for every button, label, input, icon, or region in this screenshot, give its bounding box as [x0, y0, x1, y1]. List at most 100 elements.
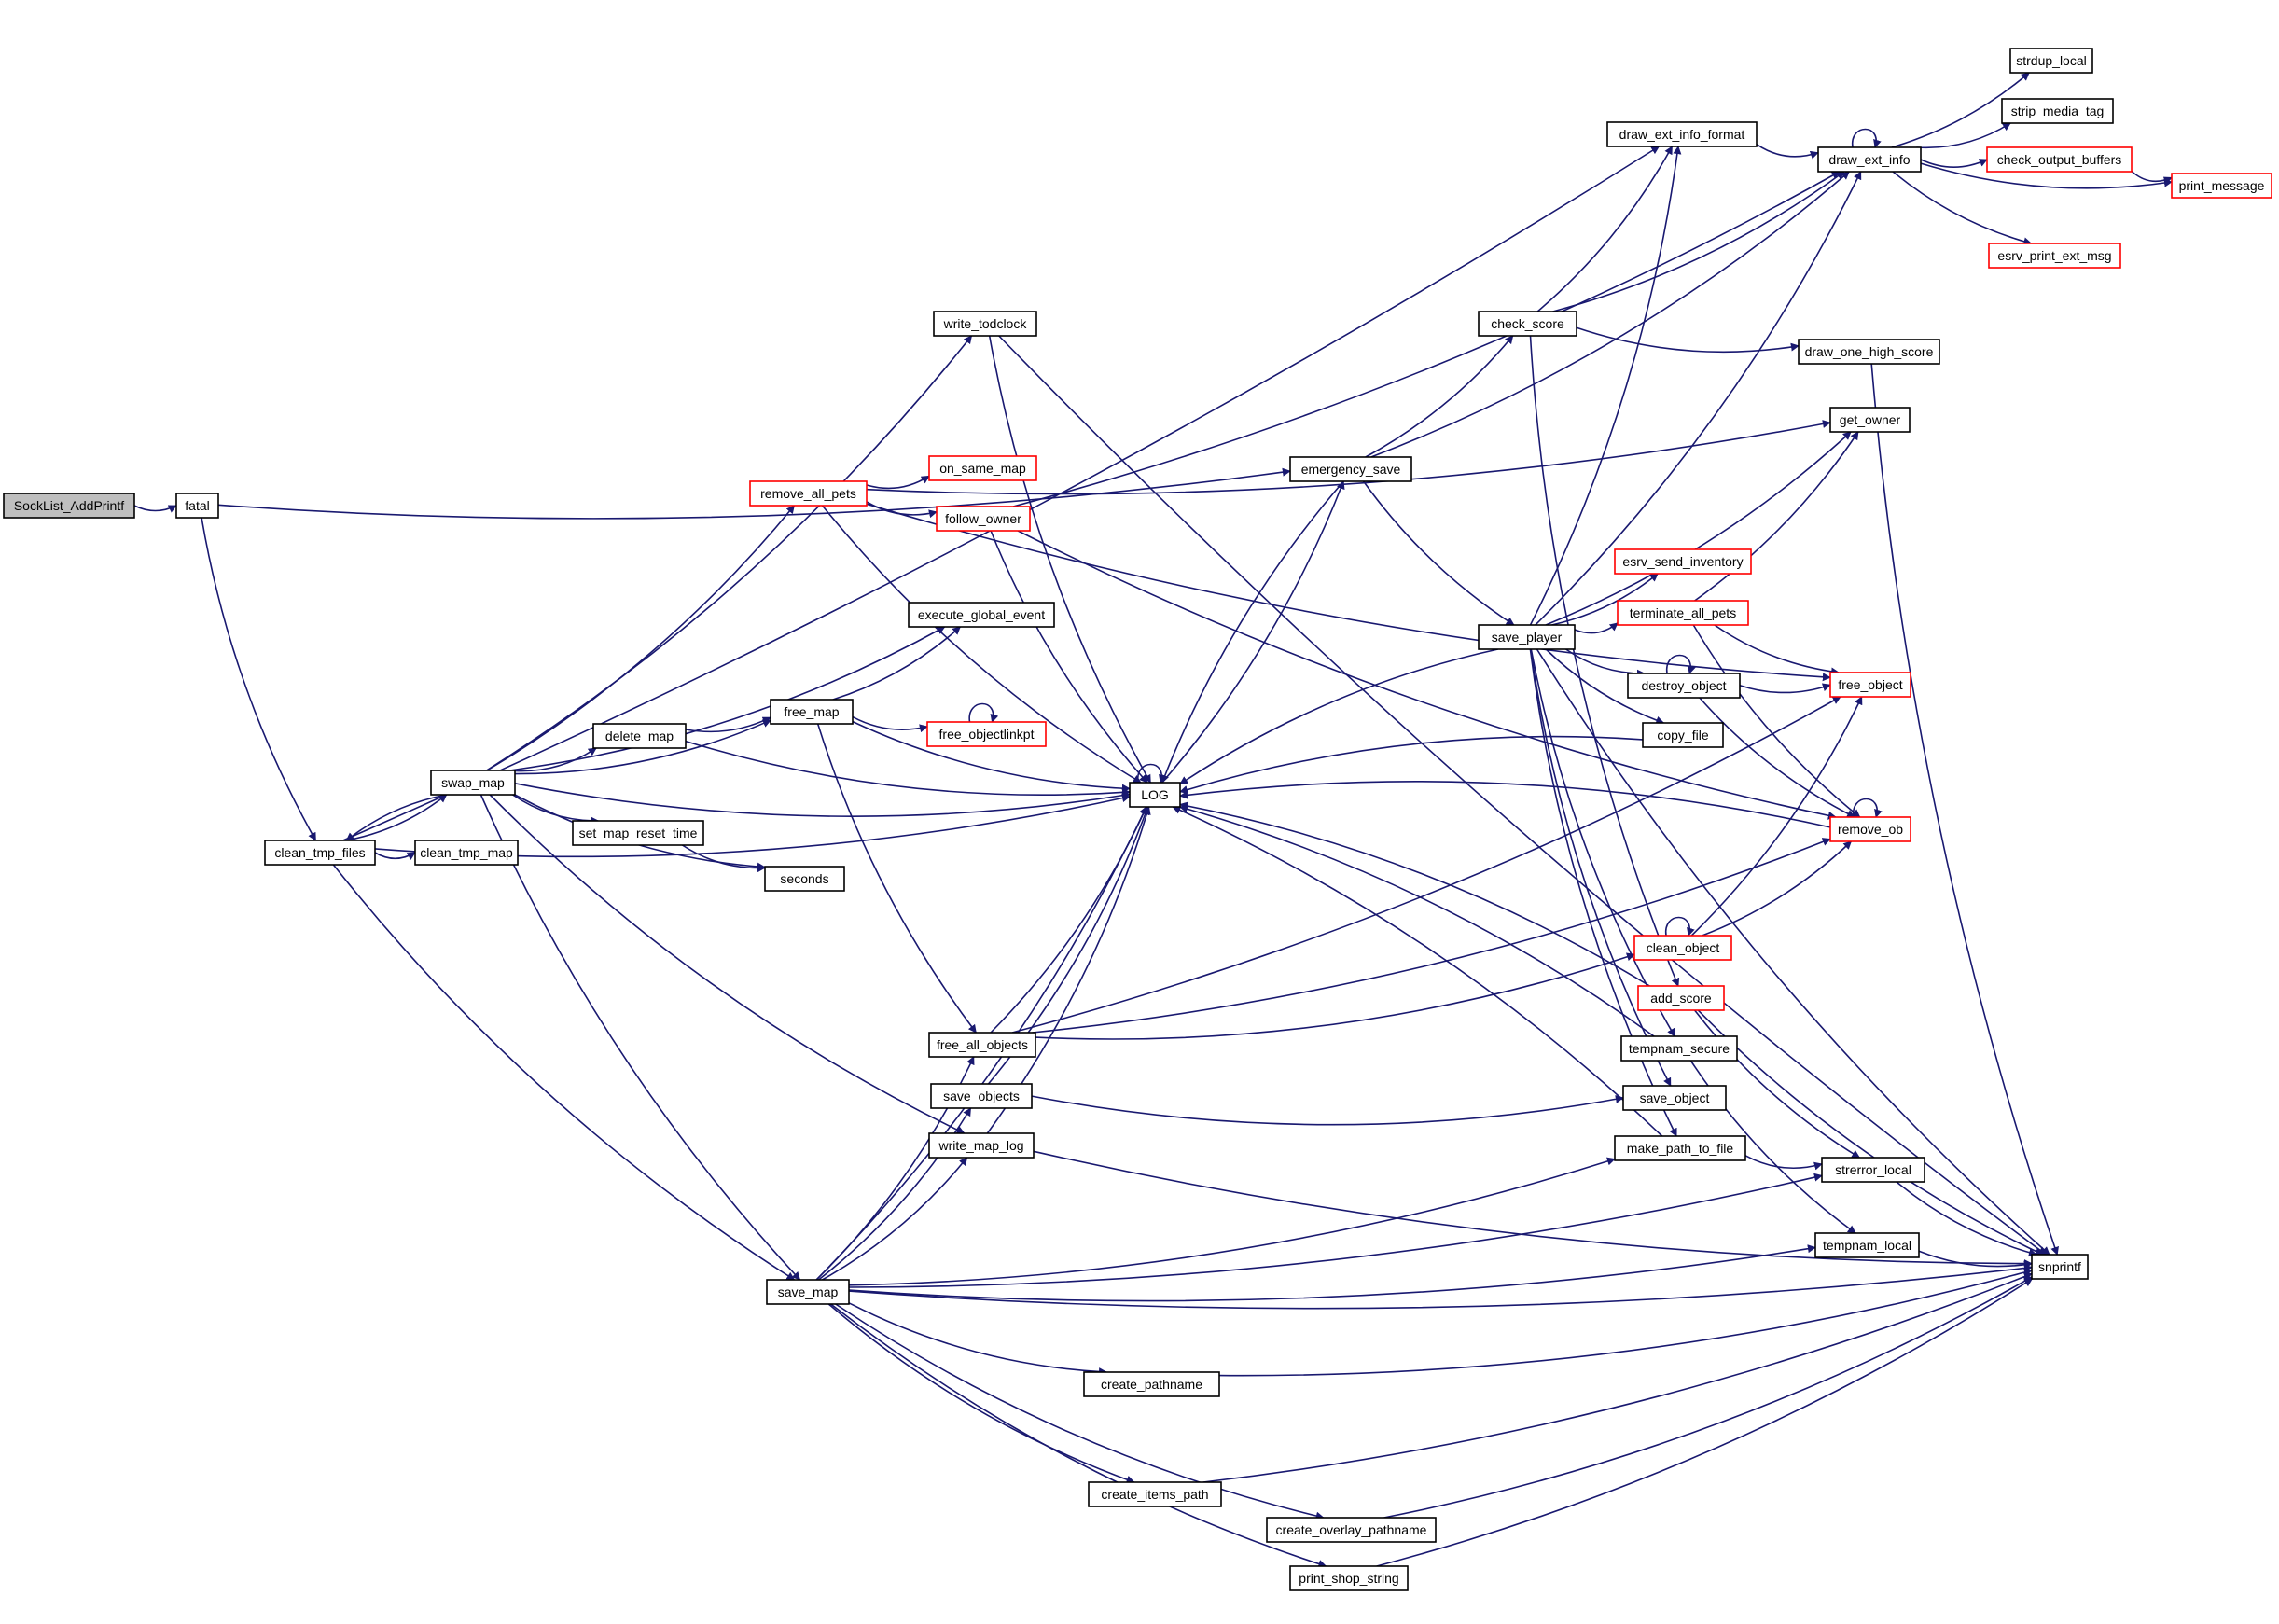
node-add-score[interactable]: add_score [1637, 985, 1725, 1011]
node-clean-object[interactable]: clean_object [1633, 935, 1732, 961]
edge-remove-all-pets-to-free-object [866, 503, 1831, 682]
node-label: LOG [1141, 787, 1169, 802]
node-label: create_overlay_pathname [1276, 1522, 1427, 1537]
node-label: get_owner [1840, 412, 1901, 427]
node-snprintf[interactable]: snprintf [2031, 1254, 2089, 1280]
node-on-same-map[interactable]: on_same_map [928, 455, 1037, 481]
node-copy-file[interactable]: copy_file [1642, 722, 1724, 748]
node-label: create_pathname [1101, 1377, 1202, 1392]
node-box [1289, 456, 1412, 482]
node-label: delete_map [605, 729, 674, 743]
node-strerror-local[interactable]: strerror_local [1821, 1157, 1925, 1183]
node-label: clean_tmp_map [420, 845, 513, 860]
node-esrv-send-inventory[interactable]: esrv_send_inventory [1614, 548, 1752, 575]
node-get-owner[interactable]: get_owner [1829, 407, 1911, 433]
node-label: swap_map [441, 775, 505, 790]
node-draw-ext-info[interactable]: draw_ext_info [1817, 146, 1922, 173]
node-label: esrv_send_inventory [1622, 554, 1743, 569]
node-box [749, 480, 868, 507]
node-draw-one-high-score[interactable]: draw_one_high_score [1798, 339, 1940, 365]
node-print-message[interactable]: print_message [2171, 173, 2272, 199]
node-tempnam-local[interactable]: tempnam_local [1814, 1232, 1920, 1258]
node-follow-owner[interactable]: follow_owner [936, 506, 1031, 532]
node-save-map[interactable]: save_map [766, 1279, 850, 1305]
edge-save-player-to-esrv-send-inventory [1551, 573, 1659, 626]
node-destroy-object[interactable]: destroy_object [1627, 673, 1741, 699]
node-log[interactable]: LOG [1129, 782, 1181, 808]
node-label: terminate_all_pets [1630, 605, 1736, 620]
node-check-output-buffers[interactable]: check_output_buffers [1986, 146, 2133, 173]
node-save-object[interactable]: save_object [1622, 1085, 1727, 1111]
node-strdup-local[interactable]: strdup_local [2009, 48, 2093, 74]
node-box [592, 723, 687, 749]
edge-check-score-to-draw-ext-info-format [1536, 146, 1674, 312]
node-write-todclock[interactable]: write_todclock [933, 311, 1037, 337]
node-seconds[interactable]: seconds [764, 866, 845, 892]
node-create-overlay-pathname[interactable]: create_overlay_pathname [1266, 1517, 1437, 1543]
edge-swap-map-to-execute-global-event [509, 626, 946, 771]
node-create-items-path[interactable]: create_items_path [1088, 1481, 1222, 1507]
edge-save-player-to-tempnam-secure [1530, 648, 1675, 1037]
node-free-map[interactable]: free_map [770, 699, 854, 725]
edge-swap-map-to-save-map [479, 794, 801, 1281]
edge-follow-owner-to-remove-ob [1017, 530, 1837, 820]
node-make-path-to-file[interactable]: make_path_to_file [1614, 1135, 1746, 1161]
node-emergency-save[interactable]: emergency_save [1289, 456, 1412, 482]
node-box [926, 721, 1047, 747]
node-create-pathname[interactable]: create_pathname [1083, 1371, 1220, 1397]
node-box [933, 311, 1037, 337]
edge-save-player-to-copy-file [1545, 648, 1665, 725]
edge-remove-ob-to-remove-ob [1853, 798, 1883, 818]
edge-draw-ext-info-to-print-message [1920, 162, 2173, 189]
node-swap-map[interactable]: swap_map [430, 770, 516, 796]
edge-terminate-all-pets-to-free-object [1714, 624, 1840, 676]
node-tempnam-secure[interactable]: tempnam_secure [1620, 1035, 1738, 1062]
node-free-objectlinkpt[interactable]: free_objectlinkpt [926, 721, 1047, 747]
node-save-objects[interactable]: save_objects [930, 1083, 1033, 1109]
node-strip-media-tag[interactable]: strip_media_tag [2001, 98, 2114, 124]
edge-free-all-objects-to-log [990, 806, 1147, 1034]
node-execute-global-event[interactable]: execute_global_event [908, 602, 1055, 628]
edge-save-map-to-strerror-local [848, 1173, 1823, 1288]
node-socklist[interactable]: SockList_AddPrintf [3, 493, 135, 519]
edge-print-shop-string-to-snprintf [1376, 1278, 2034, 1567]
edge-swap-map-to-log [514, 783, 1131, 817]
edge-save-map-to-tempnam-local [848, 1244, 1816, 1302]
edge-terminate-all-pets-to-get-owner [1694, 431, 1859, 602]
node-clean-tmp-map[interactable]: clean_tmp_map [414, 840, 519, 866]
edge-clean-tmp-files-to-swap-map [346, 794, 448, 841]
edge-save-objects-to-save-object [1031, 1094, 1624, 1126]
edge-save-map-to-create-overlay-pathname [835, 1303, 1325, 1520]
edge-free-objectlinkpt-to-free-objectlinkpt [968, 702, 999, 723]
node-box [766, 1279, 850, 1305]
node-print-shop-string[interactable]: print_shop_string [1289, 1565, 1409, 1591]
node-label: add_score [1650, 991, 1712, 1006]
node-draw-ext-info-format[interactable]: draw_ext_info_format [1606, 121, 1758, 147]
node-clean-tmp-files[interactable]: clean_tmp_files [264, 840, 376, 866]
node-save-player[interactable]: save_player [1478, 624, 1576, 650]
node-free-object[interactable]: free_object [1829, 672, 1911, 698]
node-write-map-log[interactable]: write_map_log [928, 1132, 1035, 1159]
node-esrv-print-ext-msg[interactable]: esrv_print_ext_msg [1988, 243, 2121, 269]
node-box [1817, 146, 1922, 173]
node-fatal[interactable]: fatal [175, 493, 219, 519]
node-check-score[interactable]: check_score [1478, 311, 1577, 337]
node-free-all-objects[interactable]: free_all_objects [928, 1032, 1036, 1058]
node-set-map-reset-time[interactable]: set_map_reset_time [572, 820, 704, 846]
edge-destroy-object-to-free-object [1739, 683, 1831, 694]
node-label: snprintf [2038, 1259, 2081, 1274]
node-delete-map[interactable]: delete_map [592, 723, 687, 749]
edge-clean-object-to-free-object [1690, 696, 1863, 937]
edge-swap-map-to-clean-tmp-files [345, 794, 447, 841]
node-terminate-all-pets[interactable]: terminate_all_pets [1617, 600, 1749, 626]
node-box [1614, 548, 1752, 575]
node-label: save_player [1492, 630, 1563, 645]
edge-emergency-save-to-save-player [1362, 480, 1515, 626]
edge-create-items-path-to-snprintf [1202, 1272, 2033, 1483]
node-remove-ob[interactable]: remove_ob [1829, 816, 1911, 842]
node-box [1821, 1157, 1925, 1183]
edge-make-path-to-file-to-log [1172, 806, 1663, 1137]
node-remove-all-pets[interactable]: remove_all_pets [749, 480, 868, 507]
node-box [1289, 1565, 1409, 1591]
